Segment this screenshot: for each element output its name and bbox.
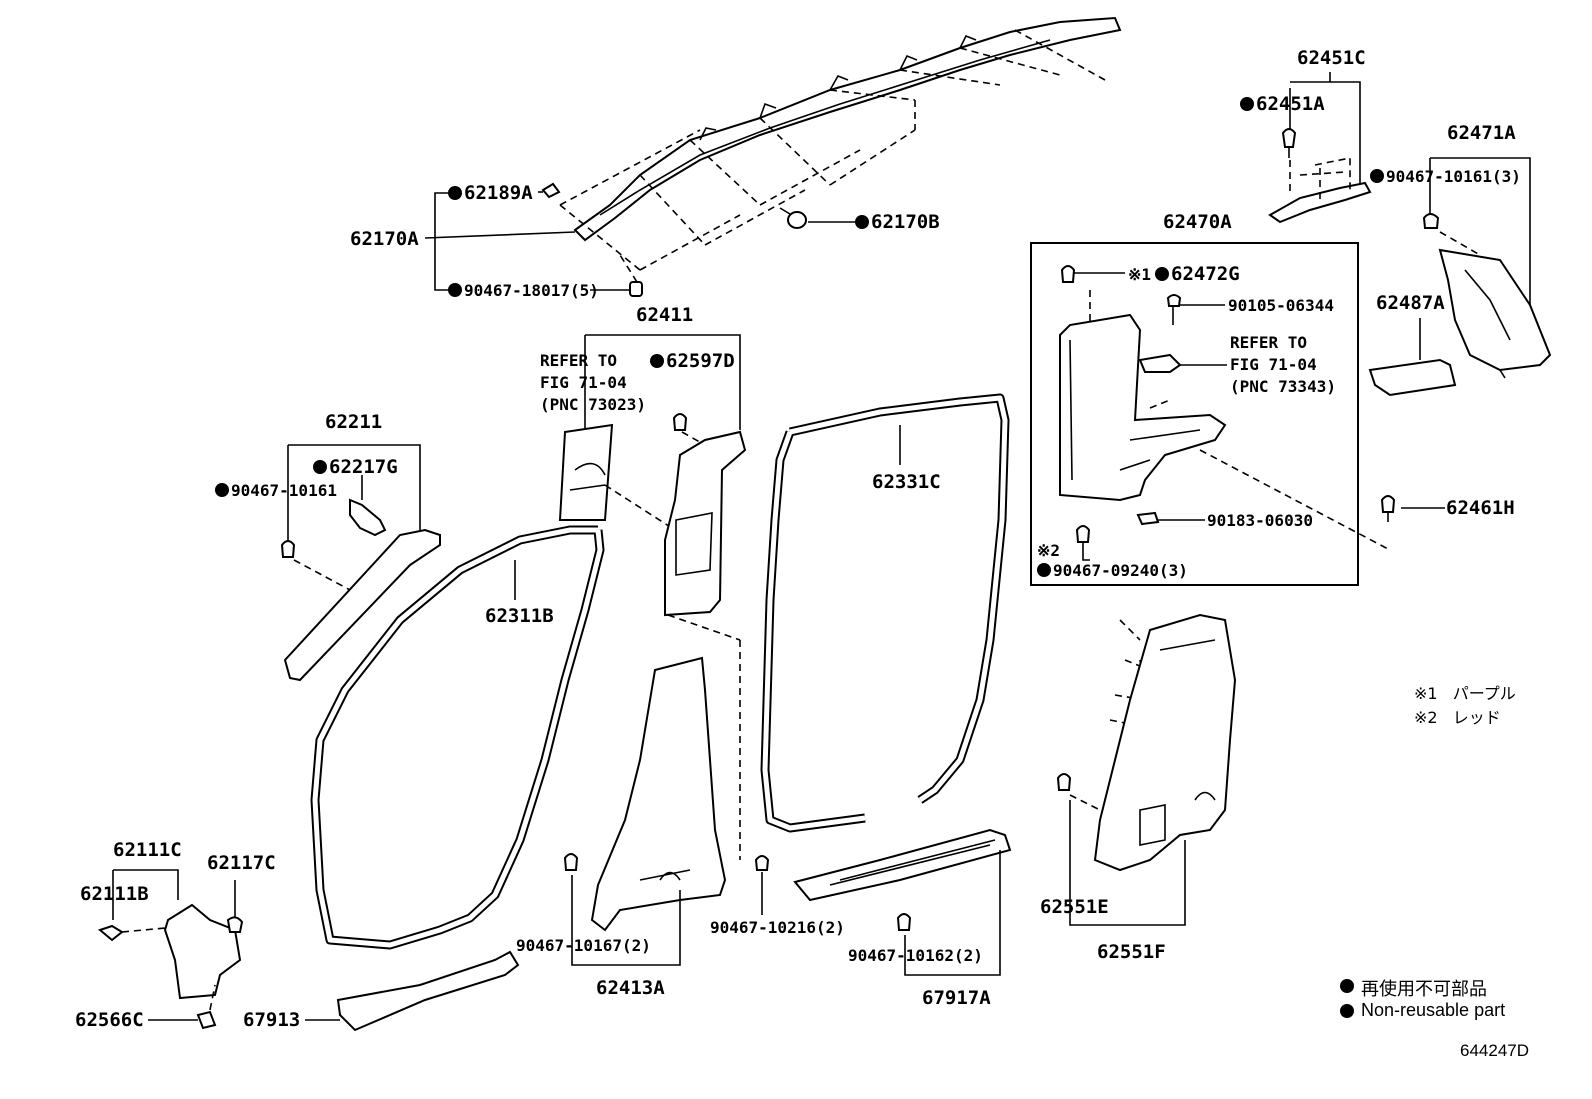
legend-dot-en bbox=[1340, 1004, 1354, 1018]
legend-non-reusable-en: Non-reusable part bbox=[1361, 1000, 1506, 1020]
label-90467-10161-3: 90467-10161(3) bbox=[1370, 167, 1521, 186]
roof-rail-part bbox=[559, 16, 1122, 271]
label-62471A: 62471A bbox=[1447, 122, 1516, 144]
label-62551E: 62551E bbox=[1040, 896, 1109, 918]
label-62111C: 62111C bbox=[113, 839, 182, 861]
label-90467-10162-2: 90467-10162(2) bbox=[848, 946, 983, 965]
front-scuff-plate-part bbox=[305, 950, 520, 1032]
label-62461H: 62461H bbox=[1446, 497, 1515, 519]
label-62597D: 62597D bbox=[650, 351, 735, 371]
label-90467-10161: 90467-10161 bbox=[215, 481, 337, 500]
rear-scuff-plate-part bbox=[793, 828, 1012, 976]
label-62117C: 62117C bbox=[207, 852, 276, 874]
label-62413A: 62413A bbox=[596, 977, 665, 999]
non-reusable-dot-icon bbox=[1037, 563, 1051, 577]
leaders-62470A-box bbox=[1073, 272, 1445, 521]
color-note-2: ※2 レッド bbox=[1414, 708, 1501, 727]
quarter-trim-lower-part bbox=[1056, 613, 1237, 926]
label-62189A: 62189A bbox=[448, 183, 533, 203]
label-62470A: 62470A bbox=[1163, 211, 1232, 233]
label-90467-09240-3: 90467-09240(3) bbox=[1037, 561, 1188, 580]
center-pillar-lower-part bbox=[563, 656, 727, 966]
rear-pillar-garnish-part bbox=[1422, 157, 1552, 379]
rear-pillar-upper-part bbox=[1268, 72, 1372, 224]
label-62111B: 62111B bbox=[80, 883, 149, 905]
clip-90467-10216-part bbox=[754, 855, 770, 871]
quarter-panel-part bbox=[1059, 265, 1391, 561]
label-62211: 62211 bbox=[325, 411, 383, 433]
label-62451A: 62451A bbox=[1240, 94, 1325, 114]
legend-non-reusable-jp: 再使用不可部品 bbox=[1361, 979, 1487, 999]
label-62551F: 62551F bbox=[1097, 941, 1166, 963]
legend-dot-jp bbox=[1340, 979, 1354, 993]
screw-62170B-part bbox=[779, 207, 807, 229]
front-pillar-part bbox=[280, 444, 441, 682]
non-reusable-dot-icon bbox=[448, 186, 462, 200]
front-door-weatherstrip-part bbox=[310, 525, 605, 950]
label-62331C: 62331C bbox=[872, 471, 941, 493]
leader-62170A bbox=[424, 192, 576, 291]
label-67913: 67913 bbox=[243, 1009, 301, 1031]
label-90467-10167-2: 90467-10167(2) bbox=[516, 936, 651, 955]
label-62217G: 62217G bbox=[313, 457, 398, 477]
refer-note-left: REFER TO FIG 71-04 (PNC 73023) bbox=[540, 351, 646, 414]
non-reusable-dot-icon bbox=[1155, 267, 1170, 281]
label-90467-10216-2: 90467-10216(2) bbox=[710, 918, 845, 937]
label-62411: 62411 bbox=[636, 304, 694, 326]
clip-62461H-part bbox=[1380, 495, 1396, 522]
label-90183-06030: 90183-06030 bbox=[1207, 511, 1313, 530]
color-note-1: ※1 パープル bbox=[1414, 684, 1516, 703]
label-62451C: 62451C bbox=[1297, 47, 1366, 69]
non-reusable-dot-icon bbox=[448, 283, 462, 297]
label-90467-18017: 90467-18017(5) bbox=[448, 281, 599, 300]
label-90105-06344: 90105-06344 bbox=[1228, 296, 1334, 315]
label-62311B: 62311B bbox=[485, 605, 554, 627]
non-reusable-dot-icon bbox=[215, 483, 229, 497]
label-62170A: 62170A bbox=[350, 228, 419, 250]
rear-door-weatherstrip-part bbox=[760, 393, 1010, 833]
figure-code: 644247D bbox=[1460, 1041, 1530, 1060]
non-reusable-dot-icon bbox=[650, 354, 664, 368]
clip-90467-18017-part bbox=[619, 254, 643, 297]
non-reusable-dot-icon bbox=[313, 460, 327, 474]
pad-62487A-part bbox=[1368, 318, 1457, 397]
label-62170B: 62170B bbox=[855, 212, 940, 232]
non-reusable-dot-icon bbox=[1370, 169, 1384, 183]
non-reusable-dot-icon bbox=[1240, 97, 1254, 111]
cowl-side-trim-part bbox=[97, 869, 244, 1030]
label-67917A: 67917A bbox=[922, 987, 991, 1009]
label-62566C: 62566C bbox=[75, 1009, 144, 1031]
assembly-62470A-box bbox=[1030, 242, 1359, 586]
non-reusable-dot-icon bbox=[855, 215, 869, 229]
center-pillar-upper-part bbox=[558, 334, 747, 860]
label-mark2: ※2 bbox=[1037, 541, 1061, 560]
label-62487A: 62487A bbox=[1376, 292, 1445, 314]
clip-62189A-part bbox=[541, 182, 561, 199]
refer-note-right: REFER TO FIG 71-04 (PNC 73343) bbox=[1230, 333, 1336, 396]
